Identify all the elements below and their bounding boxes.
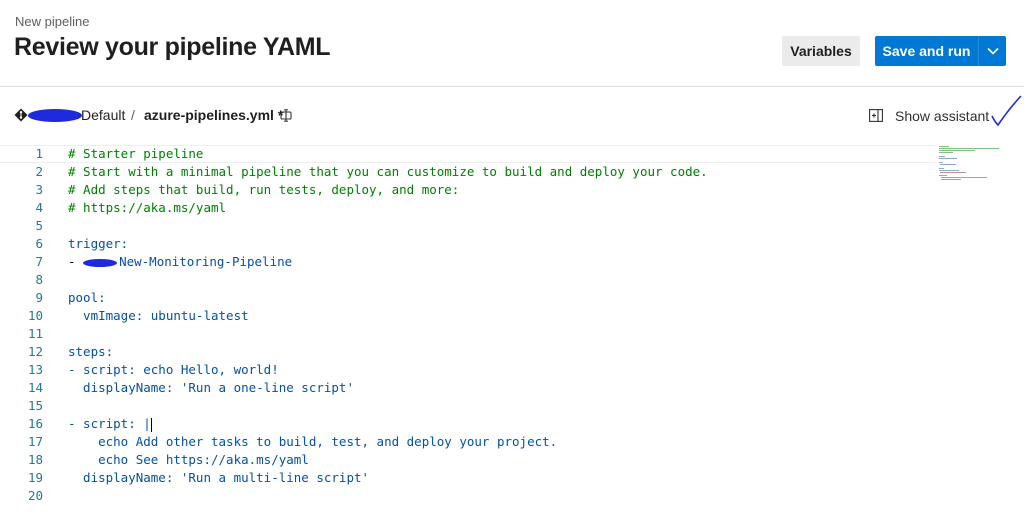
file-name: azure-pipelines.yml * — [144, 107, 284, 123]
editor-line: 15 — [27, 398, 43, 413]
editor-line: 5 — [35, 218, 43, 233]
code-text: - script: echo Hello, world! — [68, 362, 279, 377]
code-text: echo See https://aka.ms/yaml — [68, 452, 309, 467]
code-text: trigger: — [68, 236, 129, 251]
code-text: displayName: 'Run a multi-line script' — [68, 470, 370, 485]
git-repo-icon — [14, 108, 28, 122]
page-title: Review your pipeline YAML — [14, 33, 331, 61]
code-text: # Start with a minimal pipeline that you… — [68, 164, 708, 179]
show-assistant-button[interactable]: Show assistant — [895, 108, 990, 124]
redacted-branch-prefix — [83, 258, 118, 267]
editor-line: 13- script: echo Hello, world! — [27, 362, 279, 377]
save-and-run-button[interactable]: Save and run — [875, 36, 978, 66]
editor-line: 3# Add steps that build, run tests, depl… — [35, 182, 460, 197]
editor-line: 10 vmImage: ubuntu-latest — [27, 308, 249, 323]
editor-line: 14 displayName: 'Run a one-line script' — [27, 380, 354, 395]
variables-button[interactable]: Variables — [782, 36, 860, 66]
editor-line: 18 echo See https://aka.ms/yaml — [27, 452, 309, 467]
editor-line: 20 — [27, 488, 43, 503]
code-text: vmImage: ubuntu-latest — [68, 308, 249, 323]
editor-line: 4# https://aka.ms/yaml — [35, 200, 227, 215]
path-separator: / — [131, 107, 135, 123]
editor-line: 8 — [35, 272, 43, 287]
yaml-editor[interactable]: 1# Starter pipeline 2# Start with a mini… — [0, 145, 1024, 519]
editor-minimap[interactable] — [939, 146, 1009, 180]
editor-line: 7- New-Monitoring-Pipeline — [35, 254, 293, 269]
redacted-repo-name — [28, 109, 82, 122]
editor-line: 11 — [27, 326, 43, 341]
code-text: - New-Monitoring-Pipeline — [68, 254, 293, 269]
save-and-run-dropdown[interactable] — [978, 36, 1006, 66]
show-assistant-icon[interactable] — [869, 109, 883, 122]
file-toolbar: Default / azure-pipelines.yml * Show ass… — [0, 100, 1024, 132]
code-text: # Add steps that build, run tests, deplo… — [68, 182, 460, 197]
breadcrumb-subtitle: New pipeline — [15, 14, 90, 29]
code-text: steps: — [68, 344, 114, 359]
text-cursor — [150, 417, 152, 432]
code-text: # Starter pipeline — [68, 146, 204, 161]
editor-line: 17 echo Add other tasks to build, test, … — [27, 434, 558, 449]
code-text: echo Add other tasks to build, test, and… — [68, 434, 558, 449]
rename-icon[interactable] — [280, 109, 292, 122]
branch-name[interactable]: Default — [81, 107, 126, 123]
editor-line: 2# Start with a minimal pipeline that yo… — [35, 164, 708, 179]
code-text: # https://aka.ms/yaml — [68, 200, 227, 215]
editor-line: 16- script: | — [27, 416, 152, 432]
code-text: displayName: 'Run a one-line script' — [68, 380, 354, 395]
annotation-checkmark — [991, 95, 1022, 127]
page-header: New pipeline Review your pipeline YAML V… — [0, 0, 1024, 87]
editor-line: 19 displayName: 'Run a multi-line script… — [27, 470, 370, 485]
code-text: - script: | — [68, 416, 152, 432]
chevron-down-icon — [986, 47, 999, 55]
editor-line: 1# Starter pipeline — [0, 145, 935, 163]
code-text: pool: — [68, 290, 106, 305]
